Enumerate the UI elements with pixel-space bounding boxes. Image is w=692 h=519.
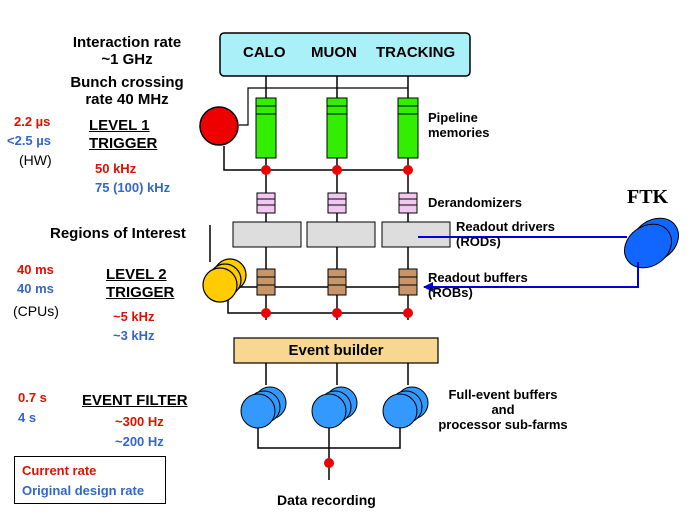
detector-box — [219, 32, 471, 77]
derandomizer — [256, 192, 276, 214]
processor-farm — [382, 386, 429, 429]
readout-driver — [306, 221, 376, 248]
detector-tracking-label: TRACKING — [376, 44, 456, 61]
level2-cpus-label: (CPUs) — [13, 303, 59, 319]
ftk-processor — [624, 217, 679, 269]
ef-latency-current: 0.7 s — [18, 390, 47, 405]
level2-latency-design: 40 ms — [17, 281, 54, 296]
level1-input-line — [239, 87, 408, 126]
pipeline-memory — [326, 97, 348, 159]
ftk-label: FTK — [627, 186, 669, 208]
junction-dot — [261, 308, 271, 318]
derandomizers-label: Derandomizers — [428, 195, 522, 210]
readout-buffer — [327, 268, 347, 296]
ef-latency-design: 4 s — [18, 410, 37, 425]
level2-trigger-circles — [202, 258, 247, 303]
junction-dot — [332, 308, 342, 318]
level2-latency-current: 40 ms — [17, 262, 54, 277]
interaction-rate-label: Interaction rate~1 GHz — [72, 34, 182, 68]
readout-buffer — [398, 268, 418, 296]
readout-buffer — [256, 268, 276, 296]
detector-muon-label: MUON — [311, 44, 357, 61]
junction-dot — [332, 165, 342, 175]
junction-dot — [403, 308, 413, 318]
level1-rate-current: 50 kHz — [95, 161, 137, 176]
event-builder-box — [233, 337, 439, 364]
level2-rate-current: ~5 kHz — [113, 309, 155, 324]
detector-calo-label: CALO — [243, 44, 286, 61]
pipeline-memory — [397, 97, 419, 159]
pipeline-memory — [255, 97, 277, 159]
level1-latency-design: <2.5 µs — [7, 133, 51, 148]
level1-rate-design: 75 (100) kHz — [95, 180, 171, 195]
regions-of-interest-label: Regions of Interest — [50, 225, 186, 242]
ef-rate-design: ~200 Hz — [115, 434, 164, 449]
level1-hw-label: (HW) — [19, 152, 52, 168]
event-builder-label: Event builder — [288, 342, 384, 359]
level2-feed-line — [227, 300, 408, 314]
readout-buffers-label: Readout buffers(ROBs) — [428, 270, 528, 300]
junction-dot — [324, 458, 334, 468]
readout-drivers-label: Readout drivers(RODs) — [456, 219, 555, 249]
processor-farm — [240, 386, 287, 429]
readout-driver — [381, 221, 451, 248]
data-recording-label: Data recording — [277, 492, 376, 508]
legend-design-label: Original design rate — [22, 483, 145, 498]
legend-current-label: Current rate — [22, 463, 97, 478]
level1-latency-current: 2.2 µs — [14, 114, 51, 129]
level1-feed-line — [223, 146, 408, 171]
event-filter-title: EVENT FILTER — [82, 392, 188, 409]
readout-driver — [232, 221, 302, 248]
legend-box: Current rate Original design rate — [14, 456, 166, 504]
junction-dot — [261, 165, 271, 175]
ef-rate-current: ~300 Hz — [115, 414, 164, 429]
level2-rate-design: ~3 kHz — [113, 328, 155, 343]
derandomizer — [398, 192, 418, 214]
ftk-arrow-out — [423, 262, 639, 292]
processor-farm — [311, 386, 358, 429]
level1-trigger-circle — [199, 106, 239, 146]
junction-dot — [403, 165, 413, 175]
derandomizer — [327, 192, 347, 214]
